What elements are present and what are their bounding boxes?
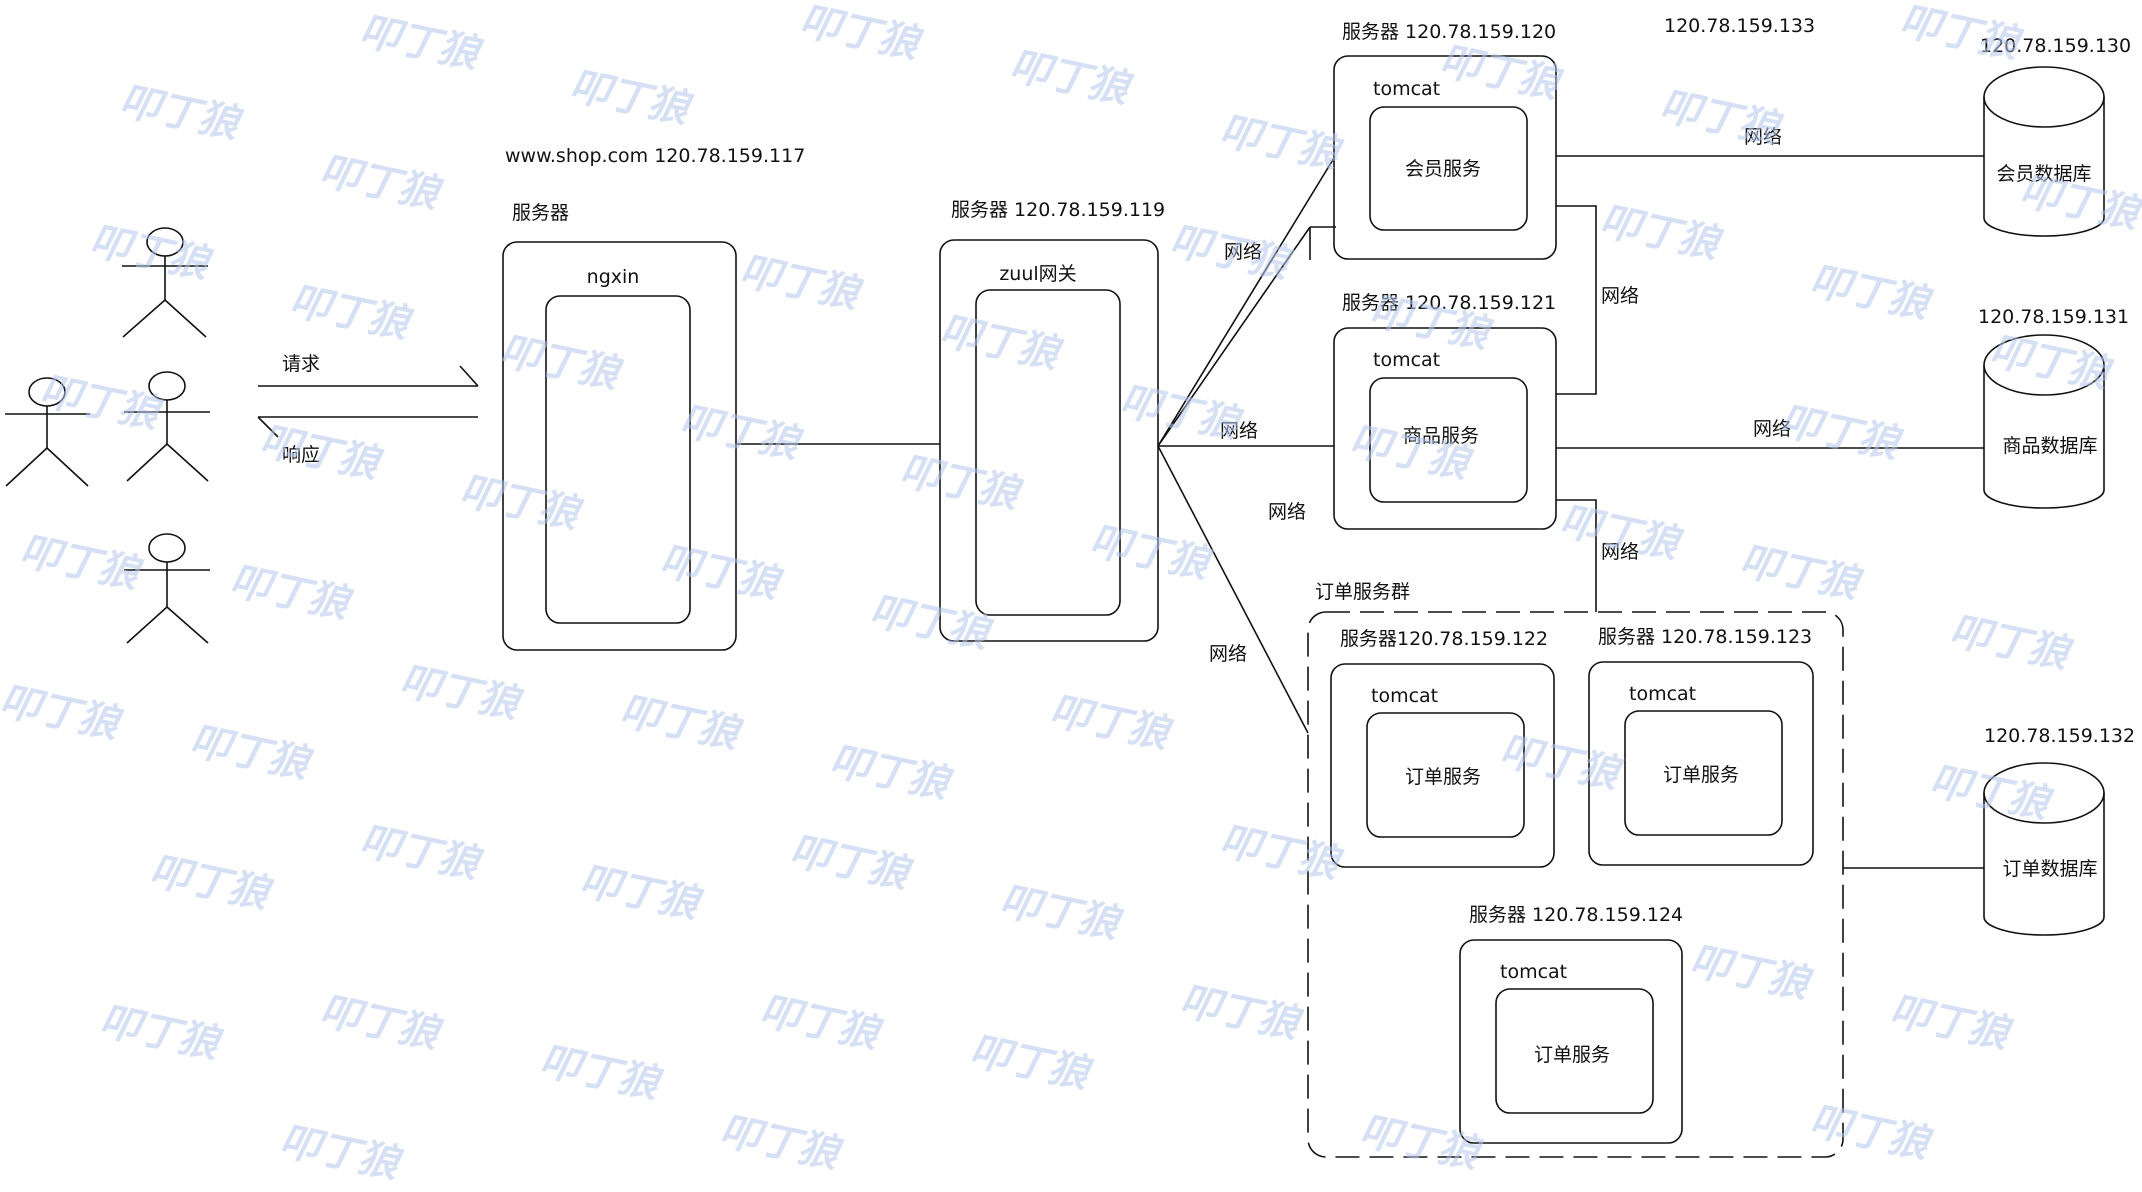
goods-tomcat-box [1369, 377, 1528, 503]
order-db-name-label: 订单数据库 [2002, 858, 2098, 880]
goods-database-cylinder [1983, 334, 2105, 509]
order-tomcat-3-label: tomcat [1500, 961, 1568, 983]
member-goods-link [1556, 205, 1597, 395]
link-gateway-order [1157, 445, 1309, 734]
extra-ip-label: 120.78.159.133 [1664, 15, 1816, 37]
link-gateway-member [1157, 157, 1335, 447]
response-label: 响应 [282, 444, 321, 466]
member-server-label: 服务器 120.78.159.120 [1342, 21, 1557, 43]
order-server-1-label: 服务器120.78.159.122 [1340, 628, 1549, 650]
network-label-gateway-order: 网络 [1209, 643, 1248, 665]
order-server-1-box [1330, 663, 1555, 868]
gateway-server-box [939, 239, 1159, 642]
nginx-domain-ip-label: www.shop.com 120.78.159.117 [505, 145, 806, 167]
order-tomcat-1-label: tomcat [1371, 685, 1439, 707]
gateway-server-label: 服务器 120.78.159.119 [951, 199, 1166, 221]
order-server-2-box [1588, 661, 1814, 866]
network-label-goods-order: 网络 [1601, 541, 1640, 563]
network-label-gateway-goods: 网络 [1220, 420, 1259, 442]
user-figure-2 [5, 377, 90, 487]
order-service-3-label: 订单服务 [1533, 1044, 1611, 1066]
order-tomcat-3-box [1495, 988, 1654, 1114]
order-service-1-label: 订单服务 [1404, 766, 1482, 788]
order-tomcat-2-label: tomcat [1629, 683, 1697, 705]
nginx-inner-box [545, 295, 691, 624]
user-figure-3 [124, 371, 210, 482]
goods-tomcat-label: tomcat [1373, 349, 1441, 371]
order-service-2-label: 订单服务 [1662, 764, 1740, 786]
order-server-2-label: 服务器 120.78.159.123 [1598, 626, 1813, 648]
network-label-member-db: 网络 [1744, 126, 1783, 148]
member-service-label: 会员服务 [1404, 158, 1482, 180]
order-db-ip-label: 120.78.159.132 [1984, 725, 2136, 747]
gateway-inner-label: zuul网关 [999, 263, 1077, 285]
member-server-box [1333, 55, 1557, 260]
nginx-server-label: 服务器 [512, 202, 570, 224]
network-label-goods-db: 网络 [1753, 418, 1792, 440]
nginx-server-box [502, 241, 737, 651]
response-arrow [257, 416, 478, 438]
gateway-inner-box [975, 289, 1121, 616]
goods-server-label: 服务器 120.78.159.121 [1342, 292, 1557, 314]
order-server-3-box [1459, 939, 1683, 1144]
member-db-name-label: 会员数据库 [1996, 163, 2092, 185]
network-label-member-goods: 网络 [1601, 285, 1640, 307]
order-tomcat-1-box [1366, 712, 1525, 838]
member-db-ip-label: 120.78.159.130 [1980, 35, 2132, 57]
link-gateway-goods-bracket [1157, 226, 1311, 447]
goods-db-ip-label: 120.78.159.131 [1978, 306, 2130, 328]
order-server-3-label: 服务器 120.78.159.124 [1469, 904, 1684, 926]
order-cluster-label: 订单服务群 [1315, 581, 1411, 603]
order-database-cylinder [1983, 762, 2105, 936]
order-cluster-box [1307, 611, 1844, 1158]
user-figure-1 [122, 227, 208, 338]
nginx-inner-label: ngxin [586, 266, 640, 288]
network-label-gateway-member: 网络 [1224, 241, 1263, 263]
goods-order-link [1556, 499, 1597, 612]
goods-db-name-label: 商品数据库 [2002, 435, 2098, 457]
network-label-gateway-goods-2: 网络 [1268, 501, 1307, 523]
order-tomcat-2-box [1624, 710, 1783, 836]
member-tomcat-label: tomcat [1373, 78, 1441, 100]
user-figure-4 [124, 533, 210, 644]
member-tomcat-box [1369, 106, 1528, 231]
goods-server-box [1333, 327, 1557, 530]
goods-service-label: 商品服务 [1402, 425, 1480, 447]
request-label: 请求 [282, 353, 321, 375]
member-database-cylinder [1983, 66, 2105, 237]
request-arrow [258, 365, 479, 387]
